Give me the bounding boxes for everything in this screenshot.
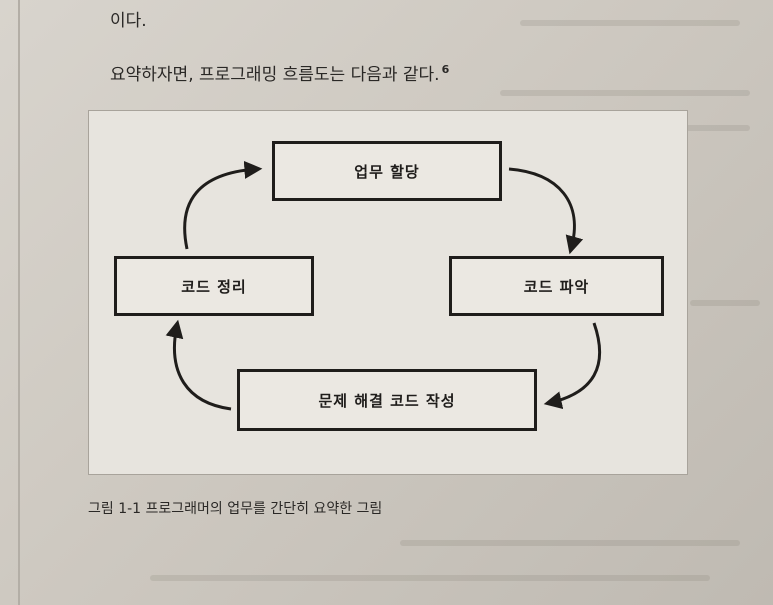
bleed-through-line [400,540,740,546]
bleed-through-line [150,575,710,581]
arrow-assign-to-understand [508,167,584,255]
page-edge [18,0,20,605]
flow-arrows [165,160,602,411]
body-text-line: 이다. [110,11,147,31]
flow-node-write: 문제 해결 코드 작성 [237,369,537,431]
flow-node-cleanup: 코드 정리 [114,256,314,316]
summary-text: 요약하자면, 프로그래밍 흐름도는 다음과 같다. [110,65,440,85]
flow-node-understand: 코드 파악 [449,256,664,316]
summary-sentence: 요약하자면, 프로그래밍 흐름도는 다음과 같다.6 [110,60,449,85]
bleed-through-line [690,300,760,306]
arrow-write-to-cleanup [165,319,232,411]
arrow-cleanup-to-assign [183,160,263,250]
bleed-through-line [520,20,740,26]
arrow-understand-to-write [543,322,602,410]
figure-caption: 그림 1-1 프로그래머의 업무를 간단히 요약한 그림 [88,501,383,517]
flow-node-assign: 업무 할당 [272,141,502,201]
flow-diagram: 업무 할당 코드 파악 코드 정리 문제 해결 코드 작성 [88,110,688,475]
bleed-through-line [500,90,750,96]
footnote-marker: 6 [441,63,450,77]
